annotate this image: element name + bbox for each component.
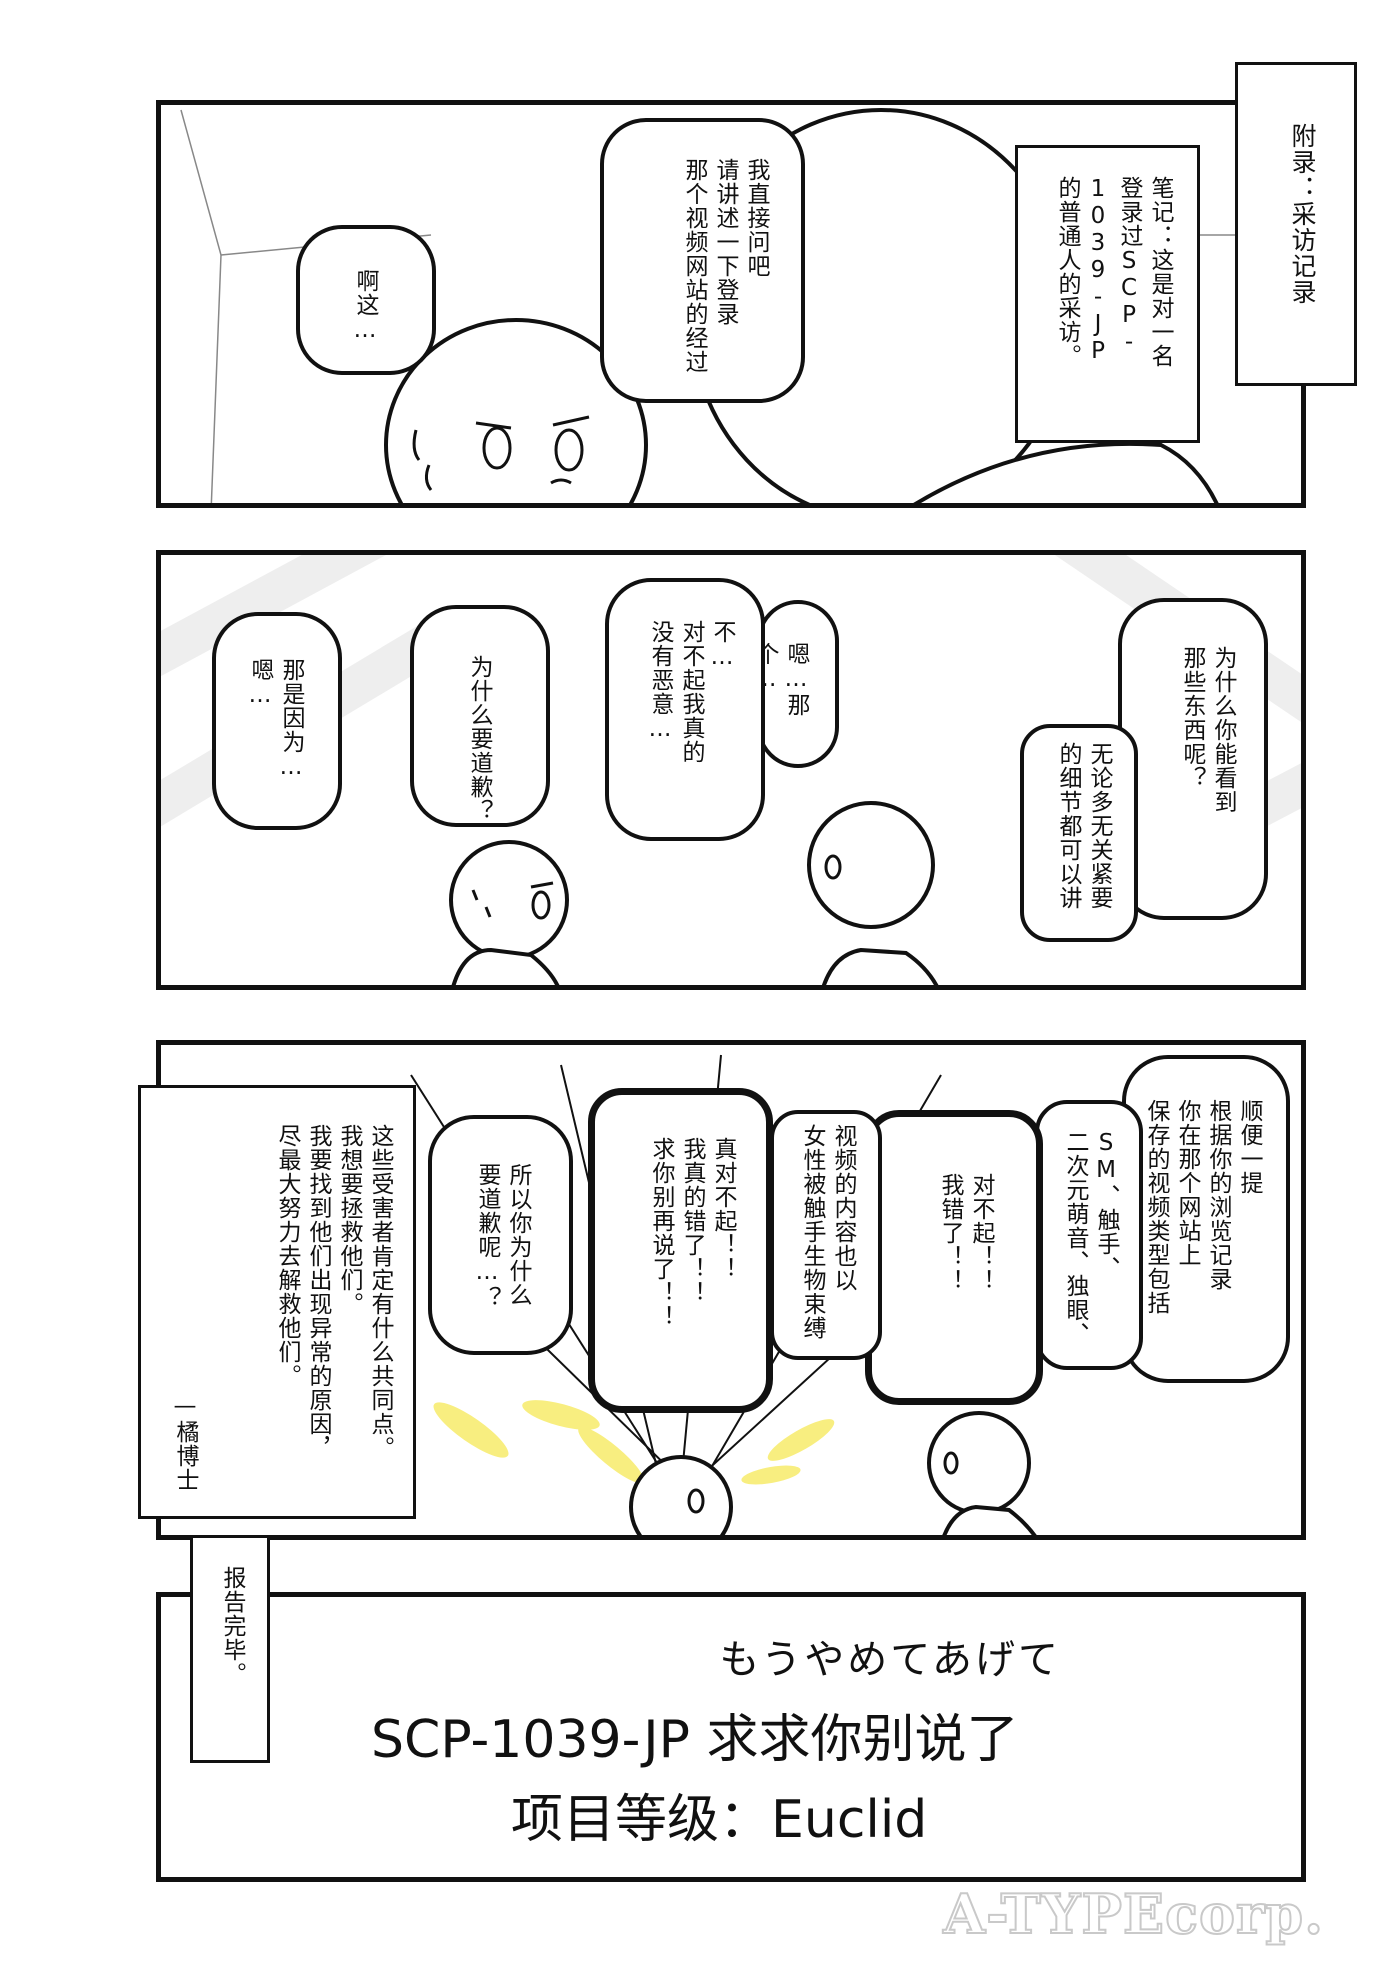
panel-2-subject-bubble-c: 那是因为…嗯… <box>212 612 342 830</box>
appendix-label: 附录：采访记录 <box>1288 123 1317 305</box>
panel-3-artwork <box>410 1054 1042 1535</box>
panel-3-interviewer-bubble-c: 视频的内容也以女性被触手生物束缚 <box>770 1110 882 1360</box>
panel-3-interviewer-bubble-d: 所以你为什么要道歉呢…？ <box>428 1115 573 1355</box>
panel-2-interviewer-bubble-a: 为什么你能看到那些东西呢？ <box>1118 598 1268 920</box>
panel-2-interviewer-bubble-b: 无论多无关紧要的细节都可以讲 <box>1020 724 1138 942</box>
panel-3-subject-bubble-a: 对不起！！我错了！！ <box>865 1110 1043 1405</box>
title-panel: もうやめてあげて SCP-1039-JP 求求你别说了 项目等级：Euclid <box>156 1592 1306 1882</box>
appendix-label-box: 附录：采访记录 <box>1235 62 1357 386</box>
panel-3-interviewer-bubble-b: SM、触手、二次元萌音、独眼、 <box>1035 1100 1143 1370</box>
researcher-note-box: 这些受害者肯定有什么共同点。我想要拯救他们。我要找到他们出现异常的原因，尽最大努… <box>138 1085 416 1519</box>
panel-1-artwork <box>180 108 1301 503</box>
title-subtitle: もうやめてあげて <box>719 1637 1061 1683</box>
title-main: SCP-1039-JP 求求你别说了 <box>371 1710 1019 1770</box>
panel-2-interviewer-bubble-c: 为什么要道歉？ <box>410 605 550 827</box>
report-end-box: 报告完毕。 <box>190 1535 270 1763</box>
object-class: 项目等级：Euclid <box>511 1790 928 1850</box>
panel-3-interviewer-bubble-a: 顺便一提根据你的浏览记录你在那个网站上保存的视频类型包括 <box>1122 1055 1290 1383</box>
report-end: 报告完毕。 <box>219 1566 245 1686</box>
watermark: A-TYPEcorp. <box>942 1881 1324 1947</box>
panel-2-subject-bubble-b: 不…对不起我真的没有恶意… <box>605 578 765 841</box>
panel-3-subject-bubble-b: 真对不起！！我真的错了！！求你别再说了！！ <box>588 1088 773 1413</box>
researcher-signature: —橘博士 <box>172 1393 198 1492</box>
panel-2-subject-bubble-a: 嗯…那个… <box>752 600 839 768</box>
panel-1-subject-bubble: 啊这… <box>296 225 436 375</box>
panel-1-interviewer-bubble: 我直接问吧请讲述一下登录那个视频网站的经过 <box>600 118 805 403</box>
